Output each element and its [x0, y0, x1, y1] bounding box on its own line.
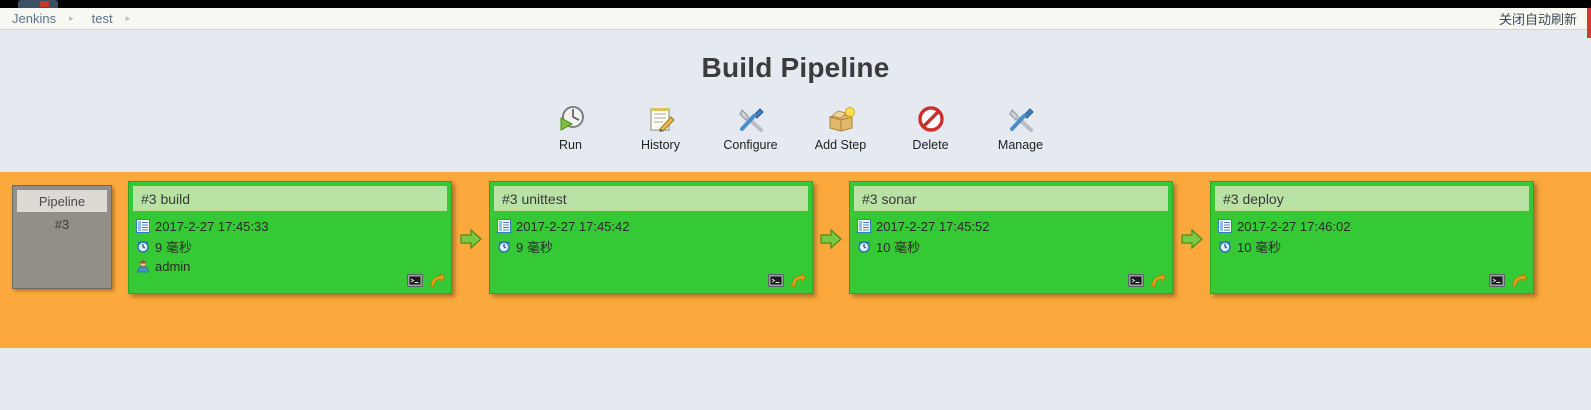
card-timestamp: 2017-2-27 17:45:42 [516, 218, 630, 234]
scrollbar-edge-artifact [1587, 8, 1591, 38]
configure-icon [735, 103, 767, 135]
pipeline-connector-arrow [820, 228, 842, 250]
breadcrumb-test[interactable]: test [91, 11, 113, 26]
pipeline-card-build[interactable]: #3 build 2017-2-27 17:45:33 [128, 181, 452, 294]
rerun-arrow-icon[interactable] [429, 273, 445, 289]
toolbar-manage-label: Manage [997, 138, 1044, 152]
toolbar-run-label: Run [559, 138, 582, 152]
delete-icon [915, 103, 947, 135]
card-duration: 9 毫秒 [155, 239, 192, 255]
toolbar-configure-button[interactable]: Configure [713, 103, 789, 152]
card-title: #3 unittest [494, 186, 808, 211]
toolbar-add-step-label: Add Step [814, 138, 867, 152]
card-timestamp-row: 2017-2-27 17:45:33 [135, 216, 451, 236]
pipeline-connector-arrow [1181, 228, 1203, 250]
pipeline-card-unittest[interactable]: #3 unittest 2017-2-27 17:45:42 [489, 181, 813, 294]
browser-tab-close-dot [40, 1, 49, 7]
breadcrumb-separator-icon: ▸ [69, 13, 74, 23]
breadcrumb-bar: Jenkins ▸ test ▸ 关闭自动刷新 [0, 8, 1591, 38]
pipeline-connector-arrow [460, 228, 482, 250]
breadcrumb-separator-icon: ▸ [125, 13, 131, 23]
rerun-arrow-icon[interactable] [1511, 273, 1527, 289]
pipeline-summary-box[interactable]: Pipeline #3 [12, 185, 112, 289]
card-details: 2017-2-27 17:45:33 9 毫秒 [129, 211, 451, 276]
card-action-buttons [407, 273, 445, 289]
pipeline-toolbar: Run History Configure [0, 103, 1591, 152]
browser-chrome-strip [0, 0, 1591, 8]
rerun-arrow-icon[interactable] [790, 273, 806, 289]
console-output-icon[interactable] [407, 273, 423, 289]
pipeline-card-deploy[interactable]: #3 deploy 2017-2-27 17:46:02 [1210, 181, 1534, 294]
card-timestamp-row: 2017-2-27 17:45:42 [496, 216, 812, 236]
toolbar-configure-label: Configure [723, 138, 778, 152]
toolbar-delete-button[interactable]: Delete [893, 103, 969, 152]
page-title: Build Pipeline [701, 52, 890, 83]
history-icon [645, 103, 677, 135]
console-output-icon[interactable] [1489, 273, 1505, 289]
card-timestamp: 2017-2-27 17:45:52 [876, 218, 990, 234]
document-list-icon [135, 218, 151, 234]
card-duration: 10 毫秒 [1237, 239, 1282, 255]
card-title: #3 sonar [854, 186, 1168, 211]
add-step-icon [825, 103, 857, 135]
card-action-buttons [1489, 273, 1527, 289]
document-list-icon [856, 218, 872, 234]
pipeline-band: Pipeline #3 #3 build [0, 172, 1591, 348]
manage-icon [1005, 103, 1037, 135]
alarm-clock-icon [856, 238, 872, 254]
disable-auto-refresh-link[interactable]: 关闭自动刷新 [1498, 12, 1577, 27]
console-output-icon[interactable] [768, 273, 784, 289]
card-title: #3 deploy [1215, 186, 1529, 211]
toolbar-run-button[interactable]: Run [533, 103, 609, 152]
card-details: 2017-2-27 17:45:52 10 毫秒 [850, 211, 1172, 256]
card-details: 2017-2-27 17:45:42 9 毫秒 [490, 211, 812, 256]
card-timestamp: 2017-2-27 17:45:33 [155, 218, 269, 234]
toolbar-add-step-button[interactable]: Add Step [803, 103, 879, 152]
card-user-row: admin [135, 256, 451, 276]
card-timestamp-row: 2017-2-27 17:46:02 [1217, 216, 1533, 236]
console-output-icon[interactable] [1128, 273, 1144, 289]
card-timestamp: 2017-2-27 17:46:02 [1237, 218, 1351, 234]
toolbar-history-label: History [641, 138, 680, 152]
browser-tab-artifact [18, 0, 58, 8]
card-action-buttons [768, 273, 806, 289]
card-action-buttons [1128, 273, 1166, 289]
alarm-clock-icon [1217, 238, 1233, 254]
card-duration-row: 10 毫秒 [1217, 236, 1533, 256]
card-timestamp-row: 2017-2-27 17:45:52 [856, 216, 1172, 236]
pipeline-summary-label: Pipeline [17, 190, 107, 212]
card-duration: 9 毫秒 [516, 239, 553, 255]
card-duration-row: 10 毫秒 [856, 236, 1172, 256]
card-duration-row: 9 毫秒 [496, 236, 812, 256]
pipeline-summary-number: #3 [54, 217, 70, 232]
user-avatar-icon [135, 258, 151, 274]
toolbar-history-button[interactable]: History [623, 103, 699, 152]
rerun-arrow-icon[interactable] [1150, 273, 1166, 289]
breadcrumb-jenkins[interactable]: Jenkins [12, 11, 57, 26]
card-title: #3 build [133, 186, 447, 211]
toolbar-manage-button[interactable]: Manage [983, 103, 1059, 152]
card-duration: 10 毫秒 [876, 239, 921, 255]
pipeline-card-sonar[interactable]: #3 sonar 2017-2-27 17:45:52 [849, 181, 1173, 294]
card-details: 2017-2-27 17:46:02 10 毫秒 [1211, 211, 1533, 256]
card-user: admin [155, 258, 191, 274]
document-list-icon [496, 218, 512, 234]
run-icon [555, 103, 587, 135]
alarm-clock-icon [135, 238, 151, 254]
alarm-clock-icon [496, 238, 512, 254]
toolbar-delete-label: Delete [912, 138, 949, 152]
document-list-icon [1217, 218, 1233, 234]
card-duration-row: 9 毫秒 [135, 236, 451, 256]
